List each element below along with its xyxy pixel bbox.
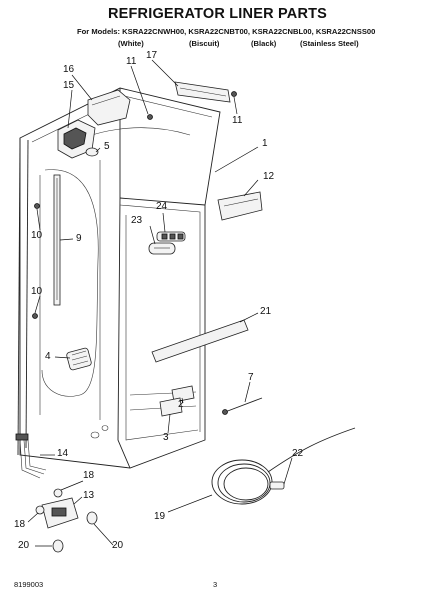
callout-20-left: 20 xyxy=(18,540,30,551)
part-11-screw-left xyxy=(147,114,153,120)
variant-white: (White) xyxy=(118,39,144,48)
callout-10-upper: 10 xyxy=(31,230,43,241)
callout-3: 3 xyxy=(163,432,169,443)
callout-17: 17 xyxy=(146,50,158,61)
callout-21: 21 xyxy=(260,306,272,317)
part-11-screw-right xyxy=(231,91,237,97)
variant-stainless-steel: (Stainless Steel) xyxy=(300,39,359,48)
callout-4: 4 xyxy=(45,351,51,362)
callout-2: 2 xyxy=(178,399,184,410)
callout-9: 9 xyxy=(76,233,82,244)
part-2-bracket xyxy=(171,385,195,403)
callout-22: 22 xyxy=(292,448,304,459)
callout-10-lower: 10 xyxy=(31,286,43,297)
liner-drawing xyxy=(17,87,221,469)
callout-5: 5 xyxy=(104,141,110,152)
callout-24: 24 xyxy=(156,201,168,212)
part-21-rail xyxy=(151,319,249,363)
part-5-knob xyxy=(85,147,99,157)
callout-11-right: 11 xyxy=(232,115,243,126)
callout-1: 1 xyxy=(262,138,268,149)
callout-18-lower: 18 xyxy=(14,519,26,530)
part-20-bulb-left xyxy=(52,539,64,553)
callout-11-top: 11 xyxy=(126,56,137,67)
callout-16: 16 xyxy=(63,64,75,75)
part-18-bulb-upper xyxy=(53,488,63,498)
variant-biscuit: (Biscuit) xyxy=(189,39,220,48)
part-10-screw-lower xyxy=(32,313,38,319)
part-10-screw-upper xyxy=(34,203,40,209)
part-7-screw xyxy=(224,397,263,413)
part-14-harness xyxy=(15,433,47,479)
callout-13: 13 xyxy=(83,490,95,501)
part-22-fitting xyxy=(269,481,285,490)
variant-black: (Black) xyxy=(251,39,277,48)
part-4-vent xyxy=(66,347,92,371)
page-number: 3 xyxy=(213,580,218,589)
part-23-lens xyxy=(148,242,176,255)
leader-lines xyxy=(27,59,293,547)
models-line: For Models: KSRA22CNWH00, KSRA22CNBT00, … xyxy=(77,27,376,36)
part-15-16-housing xyxy=(57,89,131,159)
part-20-bulb-right xyxy=(86,511,98,525)
callout-23: 23 xyxy=(131,215,143,226)
part-19-tubing xyxy=(211,427,356,505)
part-18-bulb-lower xyxy=(35,505,45,515)
callout-14: 14 xyxy=(57,448,69,459)
callout-18-upper: 18 xyxy=(83,470,95,481)
callout-20-right: 20 xyxy=(112,540,124,551)
callout-12: 12 xyxy=(263,171,275,182)
part-3-bracket xyxy=(159,397,183,417)
page-title: REFRIGERATOR LINER PARTS xyxy=(107,6,328,22)
callout-15: 15 xyxy=(63,80,75,91)
callout-19: 19 xyxy=(154,511,166,522)
part-12-bracket xyxy=(217,191,263,221)
callout-7: 7 xyxy=(248,372,254,383)
document-number: 8199003 xyxy=(14,580,44,589)
